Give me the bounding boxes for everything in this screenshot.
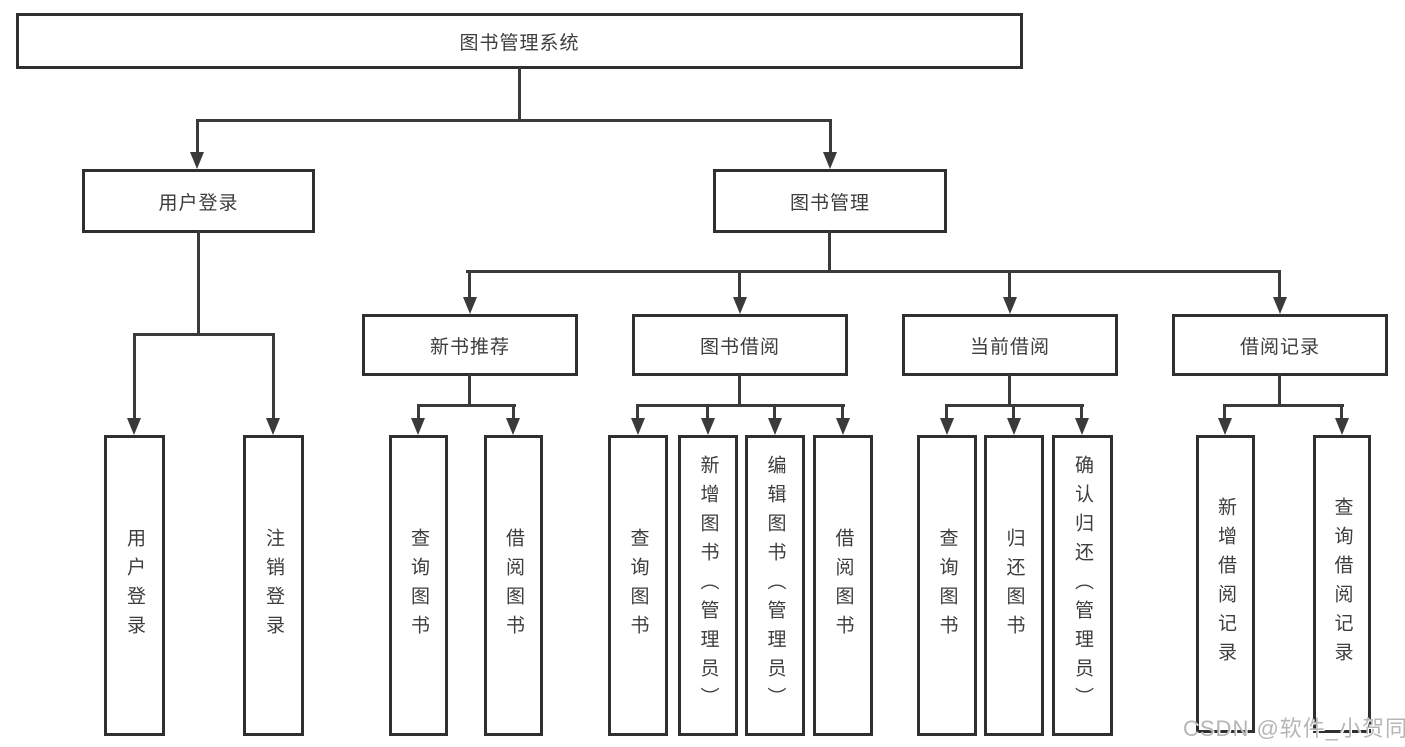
node-label: 用户登录 — [158, 192, 239, 214]
arrowhead-down-icon — [768, 418, 782, 435]
node-label: 图书借阅 — [699, 336, 780, 358]
arrowhead-down-icon — [190, 152, 204, 169]
node-label: 查询图书 — [408, 527, 429, 644]
node-logout-leaf: 注销登录 — [243, 435, 304, 736]
connector-line — [417, 404, 420, 420]
node-query-book: 查询图书 — [917, 435, 977, 736]
arrowhead-down-icon — [1075, 418, 1089, 435]
arrowhead-down-icon — [266, 418, 280, 435]
node-book-borrowing: 图书借阅 — [632, 314, 848, 376]
connector-line — [196, 119, 199, 155]
node-add-book-admin: 新增图书（管理员） — [678, 435, 738, 736]
arrowhead-down-icon — [1218, 418, 1232, 435]
node-label: 确认归还（管理员） — [1072, 455, 1093, 716]
connector-line — [738, 270, 741, 299]
connector-line — [636, 404, 639, 420]
connector-line — [512, 404, 515, 420]
node-label: 当前借阅 — [969, 336, 1050, 358]
arrowhead-down-icon — [701, 418, 715, 435]
node-add-borrow-record: 新增借阅记录 — [1196, 435, 1255, 733]
arrowhead-down-icon — [1007, 418, 1021, 435]
node-borrow-book: 借阅图书 — [813, 435, 873, 736]
arrowhead-down-icon — [836, 418, 850, 435]
arrowhead-down-icon — [506, 418, 520, 435]
node-new-book-recommend: 新书推荐 — [362, 314, 578, 376]
connector-line — [636, 404, 845, 407]
node-label: 借阅记录 — [1239, 336, 1320, 358]
arrowhead-down-icon — [1003, 297, 1017, 314]
connector-line — [133, 333, 136, 419]
connector-line — [706, 404, 709, 420]
node-label: 用户登录 — [124, 527, 145, 644]
connector-line — [197, 231, 200, 335]
connector-line — [1223, 404, 1226, 420]
connector-line — [1008, 374, 1011, 406]
node-label: 新书推荐 — [429, 336, 510, 358]
node-edit-book-admin: 编辑图书（管理员） — [745, 435, 805, 736]
arrowhead-down-icon — [631, 418, 645, 435]
connector-line — [196, 119, 832, 122]
arrowhead-down-icon — [1335, 418, 1349, 435]
arrowhead-down-icon — [940, 418, 954, 435]
connector-line — [1278, 270, 1281, 299]
node-library-system-root: 图书管理系统 — [16, 13, 1023, 69]
arrowhead-down-icon — [463, 297, 477, 314]
node-query-book: 查询图书 — [608, 435, 668, 736]
arrowhead-down-icon — [127, 418, 141, 435]
connector-line — [1278, 374, 1281, 406]
node-current-borrowing: 当前借阅 — [902, 314, 1118, 376]
connector-line — [133, 333, 274, 336]
connector-line — [945, 404, 948, 420]
node-user-login-leaf: 用户登录 — [104, 435, 165, 736]
connector-line — [468, 270, 471, 299]
arrowhead-down-icon — [1273, 297, 1287, 314]
connector-line — [1340, 404, 1343, 420]
node-label: 注销登录 — [263, 527, 284, 644]
node-query-book: 查询图书 — [389, 435, 448, 736]
node-label: 查询借阅记录 — [1331, 497, 1353, 671]
arrowhead-down-icon — [733, 297, 747, 314]
node-label: 图书管理系统 — [459, 32, 580, 54]
connector-line — [466, 270, 1280, 273]
connector-line — [272, 333, 275, 419]
node-label: 图书管理 — [789, 192, 870, 214]
node-label: 归还图书 — [1003, 527, 1025, 644]
arrowhead-down-icon — [823, 152, 837, 169]
connector-line — [1080, 404, 1083, 420]
node-label: 编辑图书（管理员） — [764, 455, 786, 716]
node-borrow-book: 借阅图书 — [484, 435, 543, 736]
connector-line — [417, 404, 516, 407]
node-borrow-records: 借阅记录 — [1172, 314, 1388, 376]
node-user-login: 用户登录 — [82, 169, 315, 233]
node-query-borrow-record: 查询借阅记录 — [1313, 435, 1371, 733]
node-book-management: 图书管理 — [713, 169, 947, 233]
node-label: 借阅图书 — [832, 527, 854, 644]
connector-line — [1012, 404, 1015, 420]
connector-line — [1008, 270, 1011, 299]
connector-line — [738, 374, 741, 406]
node-label: 新增借阅记录 — [1215, 497, 1236, 671]
node-confirm-return-admin: 确认归还（管理员） — [1052, 435, 1113, 736]
arrowhead-down-icon — [411, 418, 425, 435]
connector-line — [773, 404, 776, 420]
node-label: 新增图书（管理员） — [697, 455, 719, 716]
node-return-book: 归还图书 — [984, 435, 1044, 736]
node-label: 借阅图书 — [503, 527, 524, 644]
connector-line — [518, 67, 521, 122]
connector-line — [1224, 404, 1344, 407]
node-label: 查询图书 — [936, 527, 958, 644]
connector-line — [841, 404, 844, 420]
csdn-watermark: CSDN @软件_小贺同学 — [1183, 716, 1405, 741]
connector-line — [829, 119, 832, 155]
connector-line — [828, 231, 831, 273]
connector-line — [468, 374, 471, 406]
node-label: 查询图书 — [627, 527, 649, 644]
